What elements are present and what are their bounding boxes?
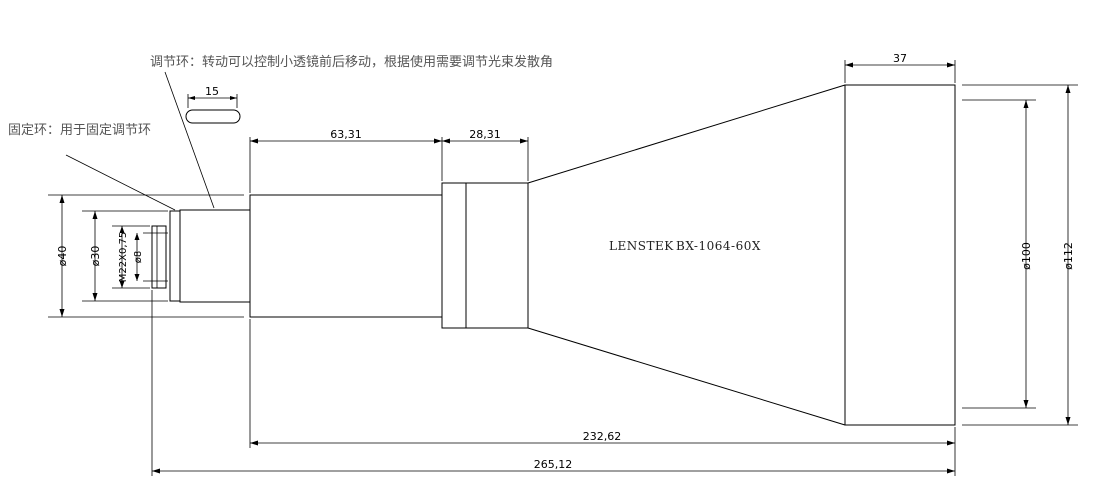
dim-dia-40: ø40	[56, 246, 69, 267]
dim-thread: M22X0,75	[118, 232, 129, 282]
expander-outline	[151, 84, 956, 426]
dim-output-length: 37	[893, 52, 907, 65]
note-adjust-ring: 调节环：转动可以控制小透镜前后移动，根据使用需要调节光束发散角	[150, 54, 553, 70]
thread-nub	[151, 225, 167, 289]
dim-dia-30: ø30	[89, 246, 102, 267]
dim-dia-100: ø100	[1020, 242, 1033, 270]
dim-dia-8: ø8	[133, 251, 144, 263]
adjust-ring	[179, 209, 251, 303]
main-tube	[249, 194, 443, 318]
collar	[441, 182, 529, 329]
leader-adjust-ring	[164, 71, 215, 209]
adjust-slot	[185, 109, 241, 124]
model-label: BX-1064-60X	[676, 239, 761, 253]
dim-body-length: 232,62	[583, 430, 622, 443]
brand-label: LENSTEK	[609, 239, 674, 253]
dimension-lines	[59, 62, 1071, 474]
note-fixed-ring: 固定环：用于固定调节环	[8, 123, 151, 138]
output-housing	[844, 84, 956, 426]
dim-dia-112: ø112	[1062, 242, 1075, 270]
dim-total-length: 265,12	[534, 458, 573, 471]
dim-tube-length: 63,31	[330, 128, 362, 141]
dim-slot-width: 15	[205, 85, 219, 98]
cone-bottom	[527, 327, 846, 426]
leader-fixed-ring	[65, 154, 176, 211]
dim-collar-length: 28,31	[469, 128, 501, 141]
cone-top	[527, 84, 846, 184]
extension-lines	[48, 60, 1078, 476]
fixed-ring	[169, 210, 181, 302]
